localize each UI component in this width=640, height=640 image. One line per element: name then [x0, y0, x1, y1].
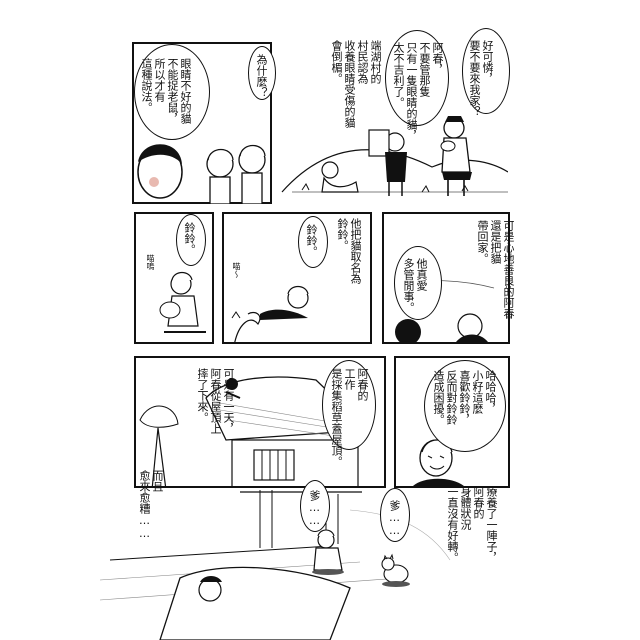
speech-bubble — [385, 30, 449, 126]
speech-bubble — [462, 28, 510, 114]
narration-text: 他把貓取名為 鈴鈴。 — [336, 218, 362, 284]
narration-text: 療養了一陣子， 阿春的 身體狀況 一直沒有好轉。 — [446, 486, 498, 563]
speech-bubble — [248, 46, 276, 100]
panel-2-art — [159, 271, 206, 333]
speech-text: 他真愛 多管閒事。 — [402, 258, 428, 313]
speech-bubble — [394, 246, 442, 320]
panel-7-art — [100, 490, 451, 640]
speech-text: 爹…… — [388, 500, 401, 537]
speech-text: 阿春的 工作 是採集稻草蓋屋頂。 — [330, 368, 369, 467]
narration-text: 可是心地善良的阿春 還是把貓 帶回家。 — [476, 220, 515, 319]
narration-text: 而且 愈來愈糟…… — [138, 470, 164, 540]
sound-effect: 喵～ — [232, 262, 241, 278]
speech-text: 眼睛不好的貓 不能捉老鼠， 所以才有 這種說法。 — [140, 58, 192, 124]
sound-effect: 喵嗚 — [146, 254, 155, 270]
panel-7 — [100, 470, 510, 640]
speech-text: 好可憐， 要不要來我家？ — [468, 40, 494, 117]
speech-text: 鈴鈴。 — [183, 222, 196, 255]
speech-text: 阿春， 不要管那隻 只有一隻眼睛的貓， 太不吉利了。 — [392, 42, 444, 141]
narration-text: 可是有一天， 阿春從屋頂上 摔了下來。 — [196, 368, 235, 434]
speech-bubble — [424, 360, 506, 452]
speech-text: 哈哈哈， 小籽這麼 喜歡鈴鈴， 反而對鈴鈴 造成困擾。 — [432, 370, 497, 425]
speech-text: 為什麼？ — [255, 54, 268, 98]
panel-1-scene — [132, 42, 508, 204]
panel-6-art — [413, 439, 464, 486]
speech-bubble — [300, 480, 330, 532]
panel-3: 喵～ — [222, 212, 372, 344]
panel-3-art — [231, 285, 309, 342]
speech-bubble — [176, 214, 206, 266]
panel-1-art — [137, 116, 508, 204]
speech-text: 鈴鈴。 — [305, 224, 318, 257]
speech-bubble — [322, 360, 376, 450]
speech-bubble — [298, 216, 328, 268]
speech-bubble — [134, 44, 210, 140]
speech-text: 爹…… — [308, 490, 321, 527]
speech-bubble — [380, 488, 410, 542]
narration-text: 端湖村的 村民認為 收養眼睛受傷的貓 會倒楣。 — [330, 40, 382, 128]
